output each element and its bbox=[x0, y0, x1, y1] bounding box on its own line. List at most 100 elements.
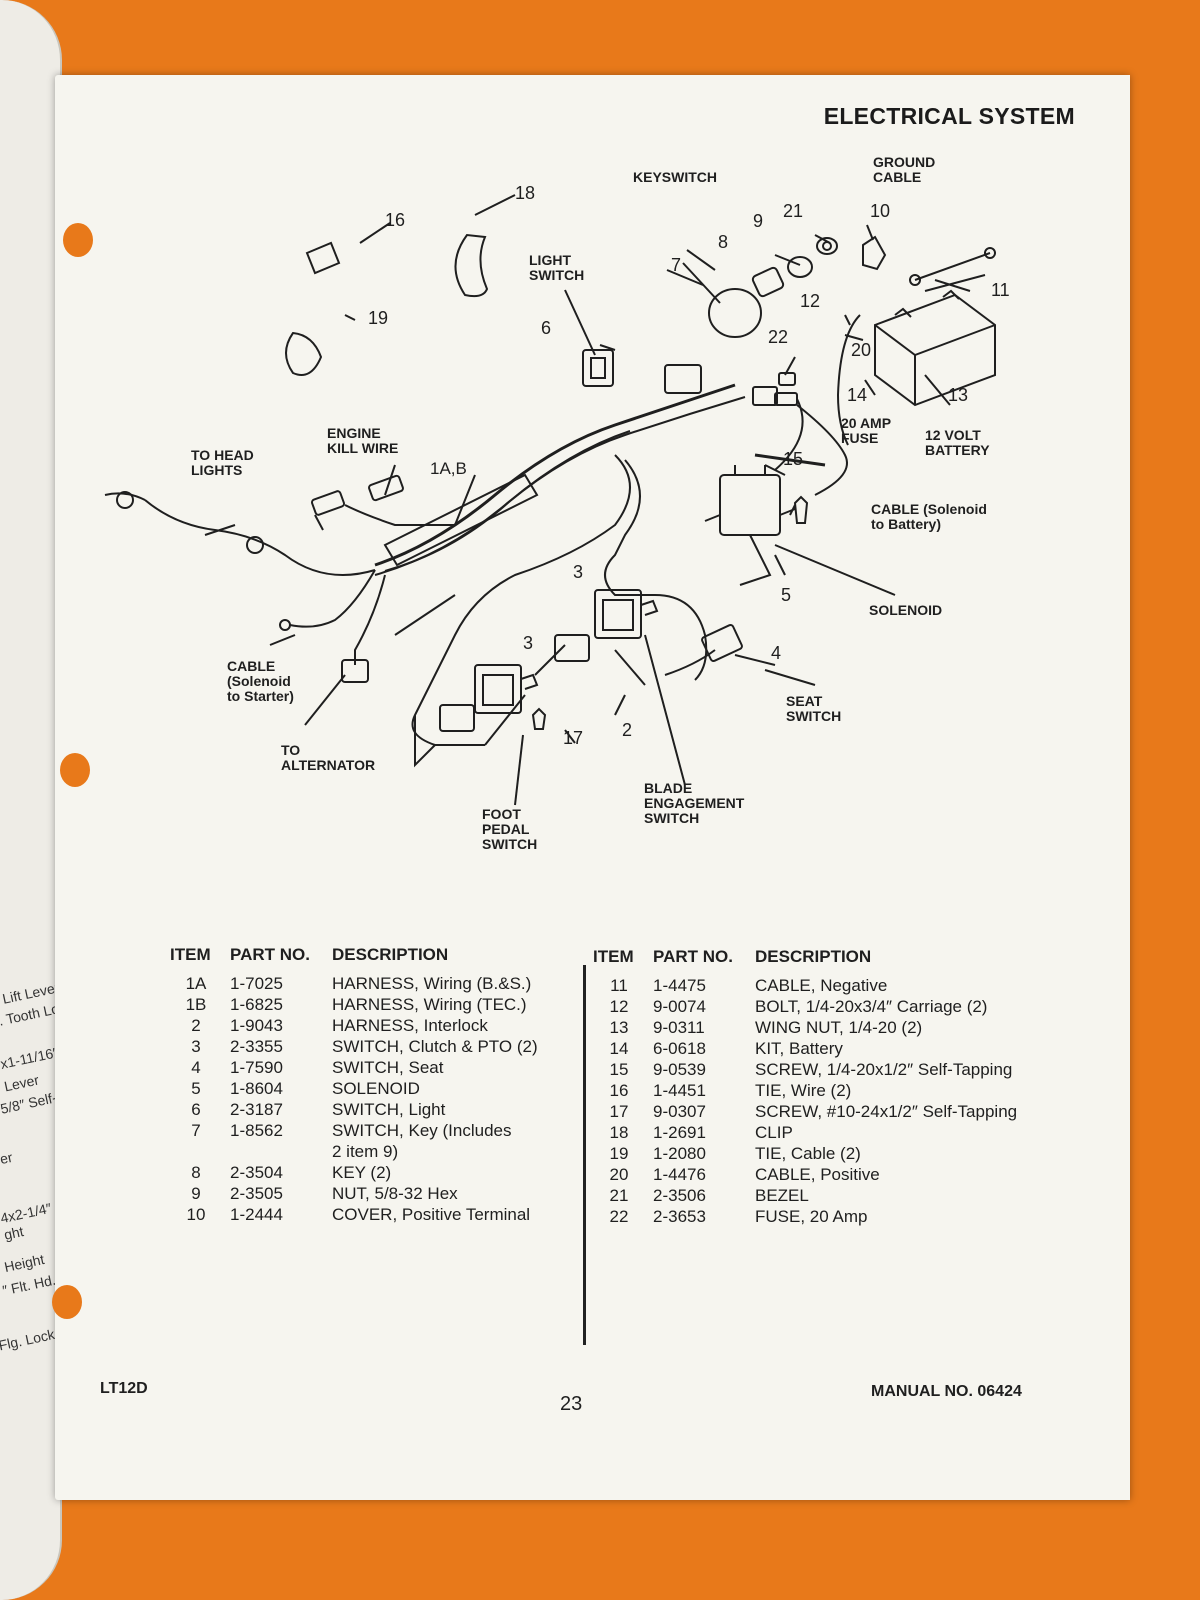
binder-hole bbox=[63, 223, 93, 257]
callout-number: 15 bbox=[783, 449, 804, 469]
item-number: 11 bbox=[610, 976, 628, 995]
callout-number: 12 bbox=[800, 291, 821, 311]
item-number: 15 bbox=[609, 1060, 629, 1079]
part-description: BEZEL bbox=[755, 1186, 809, 1205]
callout-number: 9 bbox=[753, 211, 764, 231]
adjacent-page-text: Height bbox=[2, 1250, 46, 1276]
part-description: TIE, Wire (2) bbox=[755, 1081, 852, 1100]
label-fuse: 20 AMP FUSE bbox=[841, 415, 892, 446]
part-description: FUSE, 20 Amp bbox=[755, 1207, 868, 1226]
label-light-switch: LIGHT SWITCH bbox=[529, 252, 585, 283]
part-number: 1-8562 bbox=[230, 1121, 283, 1140]
label-keyswitch: KEYSWITCH bbox=[633, 169, 717, 185]
header-item: ITEM bbox=[170, 945, 211, 964]
label-battery: 12 VOLT BATTERY bbox=[925, 427, 990, 458]
page-number: 23 bbox=[560, 1393, 583, 1415]
callout-number: 18 bbox=[515, 183, 536, 203]
header-item: ITEM bbox=[593, 947, 634, 966]
part-description: SCREW, 1/4-20x1/2″ Self-Tapping bbox=[755, 1060, 1013, 1079]
item-number: 13 bbox=[609, 1018, 629, 1037]
table-row: 22 2-3653 FUSE, 20 Amp bbox=[593, 1206, 1017, 1227]
part-description: SWITCH, Light bbox=[332, 1100, 446, 1119]
part-description: KEY (2) bbox=[332, 1163, 392, 1182]
item-number bbox=[170, 1141, 222, 1162]
item-number: 9 bbox=[191, 1184, 201, 1203]
callout-number: 7 bbox=[671, 255, 682, 275]
callout-number: 2 bbox=[622, 720, 633, 740]
callout-number: 4 bbox=[771, 643, 782, 663]
item-number: 6 bbox=[191, 1100, 201, 1119]
item-number: 5 bbox=[191, 1079, 201, 1098]
part-description: HARNESS, Wiring (TEC.) bbox=[332, 995, 527, 1014]
item-number: 12 bbox=[609, 997, 629, 1016]
part-description: CABLE, Positive bbox=[755, 1165, 880, 1184]
callout-number: 19 bbox=[368, 308, 389, 328]
callout-number: 6 bbox=[541, 318, 552, 338]
part-number: 1-4451 bbox=[653, 1081, 706, 1100]
part-description: SOLENOID bbox=[332, 1079, 420, 1098]
part-number: 2-3504 bbox=[230, 1163, 283, 1182]
item-number: 19 bbox=[609, 1144, 629, 1163]
label-to-head-lights: TO HEAD LIGHTS bbox=[191, 447, 254, 478]
table-row: 6 2-3187 SWITCH, Light bbox=[170, 1099, 538, 1120]
label-solenoid: SOLENOID bbox=[869, 602, 943, 618]
item-number: 20 bbox=[609, 1165, 629, 1184]
callout-number: 22 bbox=[768, 327, 789, 347]
part-description: TIE, Cable (2) bbox=[755, 1144, 861, 1163]
part-number: 1-6825 bbox=[230, 995, 283, 1014]
item-number: 21 bbox=[609, 1186, 629, 1205]
item-number: 10 bbox=[186, 1205, 206, 1224]
item-number: 17 bbox=[609, 1102, 629, 1121]
item-number: 14 bbox=[609, 1039, 629, 1058]
callout-number: 11 bbox=[991, 280, 1010, 300]
part-description: KIT, Battery bbox=[755, 1039, 843, 1058]
part-number: 2-3187 bbox=[230, 1100, 283, 1119]
part-number: 1-8604 bbox=[230, 1079, 283, 1098]
part-number: 2-3653 bbox=[653, 1207, 706, 1226]
part-number: 2-3355 bbox=[230, 1037, 283, 1056]
model-code: LT12D bbox=[100, 1380, 148, 1397]
item-number: 18 bbox=[609, 1123, 629, 1142]
item-number: 8 bbox=[191, 1163, 201, 1182]
part-description: HARNESS, Interlock bbox=[332, 1016, 488, 1035]
item-number: 2 bbox=[191, 1016, 201, 1035]
header-part: PART NO. bbox=[653, 947, 733, 966]
page-title: ELECTRICAL SYSTEM bbox=[823, 103, 1075, 129]
part-number: 2-3505 bbox=[230, 1184, 283, 1203]
label-seat-switch: SEAT SWITCH bbox=[786, 693, 842, 724]
table-row: 2 item 9) bbox=[170, 1141, 538, 1162]
binder-hole bbox=[60, 753, 90, 787]
part-number: 2-3506 bbox=[653, 1186, 706, 1205]
part-number: 9-0307 bbox=[653, 1102, 706, 1121]
callout-number: 20 bbox=[851, 340, 872, 360]
table-row: 8 2-3504 KEY (2) bbox=[170, 1162, 538, 1183]
part-description: SWITCH, Key (Includes bbox=[332, 1121, 512, 1140]
manual-page: ELECTRICAL SYSTEM bbox=[52, 75, 1130, 1500]
part-description: COVER, Positive Terminal bbox=[332, 1205, 531, 1224]
binder-hole bbox=[52, 1285, 82, 1319]
part-description: 2 item 9) bbox=[332, 1142, 399, 1161]
part-number: 1-2691 bbox=[653, 1123, 706, 1142]
part-description: NUT, 5/8-32 Hex bbox=[332, 1184, 458, 1203]
callout-number: 17 bbox=[563, 728, 584, 748]
adjacent-page-text: er bbox=[0, 1148, 14, 1168]
header-description: DESCRIPTION bbox=[332, 945, 449, 964]
part-description: SWITCH, Clutch & PTO (2) bbox=[332, 1037, 538, 1056]
item-number: 4 bbox=[191, 1058, 201, 1077]
header-description: DESCRIPTION bbox=[755, 947, 872, 966]
table-row: 9 2-3505 NUT, 5/8-32 Hex bbox=[170, 1183, 538, 1204]
callout-number: 10 bbox=[870, 201, 891, 221]
item-number: 22 bbox=[609, 1207, 629, 1226]
